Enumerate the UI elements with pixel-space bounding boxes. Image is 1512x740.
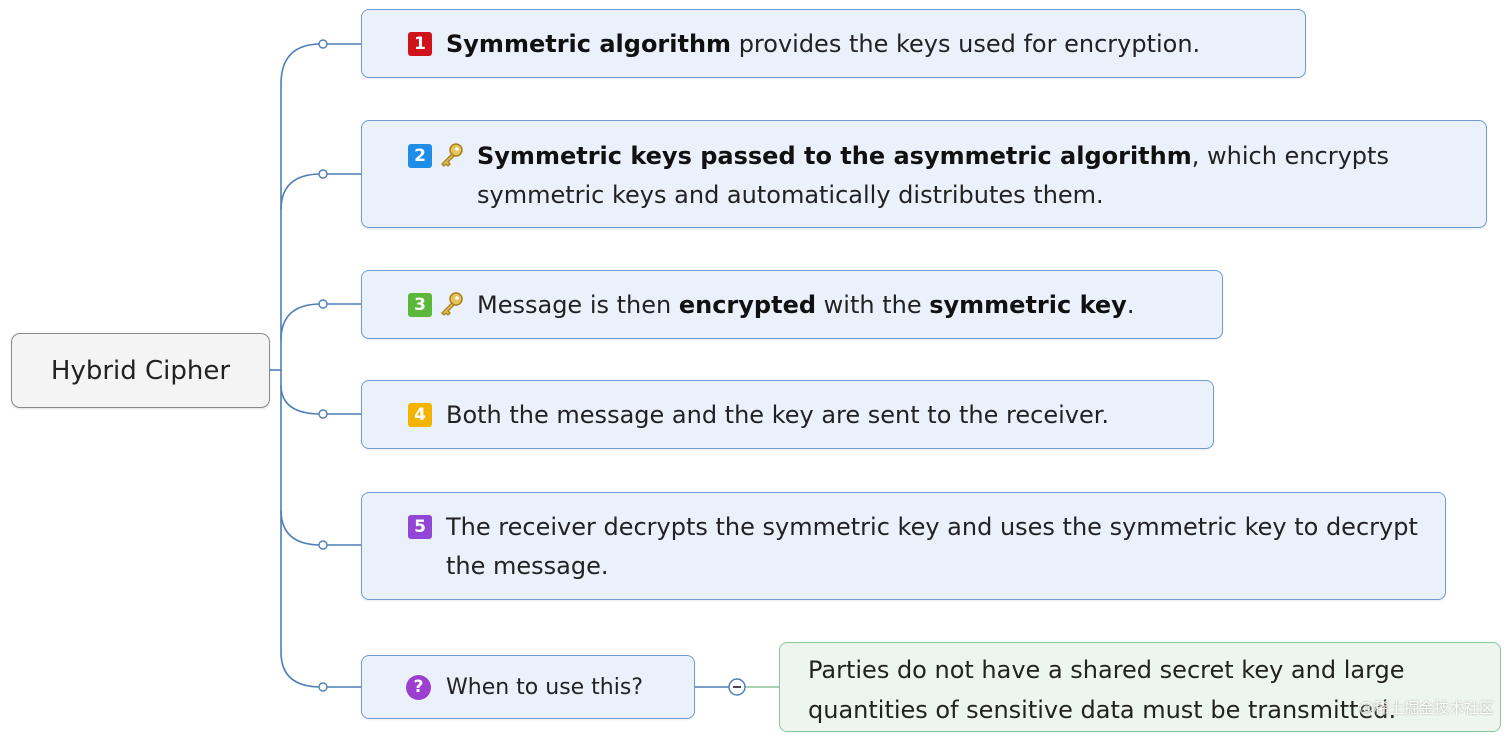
step-2-text: Symmetric keys passed to the asymmetric … — [477, 137, 1467, 215]
step-2-bold-text: Symmetric keys passed to the asymmetric … — [477, 142, 1192, 170]
step-4-node[interactable]: 4 Both the message and the key are sent … — [361, 380, 1214, 449]
junction-dot-3 — [318, 299, 328, 309]
number-5-icon: 5 — [408, 515, 432, 539]
number-1-icon: 1 — [408, 32, 432, 56]
step-3-text: Message is then encrypted with the symme… — [477, 286, 1134, 325]
connector-3 — [280, 303, 361, 341]
step-1-text: Symmetric algorithm provides the keys us… — [446, 25, 1200, 64]
step-3-text-a: Message is then — [477, 291, 679, 319]
watermark-text: @稀土掘金技术社区 — [1358, 699, 1494, 717]
step-1-bold-text: Symmetric algorithm — [446, 30, 732, 58]
number-3-icon: 3 — [408, 293, 432, 317]
step-3-text-b: with the — [816, 291, 930, 319]
number-2-icon: 2 — [408, 144, 432, 168]
junction-dot-5 — [318, 540, 328, 550]
connector-5 — [280, 370, 361, 546]
step-1-node[interactable]: 1 Symmetric algorithm provides the keys … — [361, 9, 1306, 78]
connector-2 — [280, 173, 361, 211]
connector-4 — [280, 384, 361, 415]
connector-question — [280, 510, 361, 688]
note-callout[interactable]: Parties do not have a shared secret key … — [779, 642, 1501, 732]
number-4-icon: 4 — [408, 403, 432, 427]
question-icon: ? — [406, 675, 431, 700]
step-2-node[interactable]: 2 Symmetric keys passed to the asymmetri… — [361, 120, 1487, 228]
junction-dot-4 — [318, 409, 328, 419]
when-to-use-label: When to use this? — [446, 675, 644, 700]
junction-dot-1 — [318, 39, 328, 49]
key-icon — [441, 143, 463, 167]
when-to-use-node[interactable]: ? When to use this? — [361, 655, 695, 719]
step-2-plain-text: , which encrypts symmetric keys and auto… — [477, 142, 1389, 209]
root-label: Hybrid Cipher — [50, 355, 231, 386]
step-3-text-c: . — [1126, 291, 1135, 319]
junction-dot-question — [318, 682, 328, 692]
junction-dot-2 — [318, 169, 328, 179]
connector-1 — [280, 43, 361, 370]
step-3-bold-symmetric-key: symmetric key — [929, 291, 1127, 319]
step-3-node[interactable]: 3 Message is then encrypted with the sym… — [361, 270, 1223, 339]
step-1-plain-text: provides the keys used for encryption. — [731, 30, 1201, 58]
step-3-bold-encrypted: encrypted — [678, 291, 817, 319]
root-node-hybrid-cipher[interactable]: Hybrid Cipher — [11, 333, 270, 408]
step-4-text: Both the message and the key are sent to… — [446, 401, 1110, 429]
step-5-node[interactable]: 5 The receiver decrypts the symmetric ke… — [361, 492, 1446, 600]
step-5-text: The receiver decrypts the symmetric key … — [446, 513, 1418, 580]
collapse-toggle-icon[interactable] — [727, 677, 747, 697]
key-icon — [441, 292, 463, 316]
note-text: Parties do not have a shared secret key … — [808, 656, 1405, 724]
